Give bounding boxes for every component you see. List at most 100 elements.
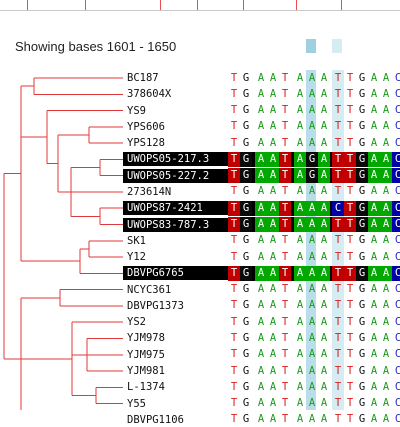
strain-label[interactable]: Y12 <box>127 251 146 264</box>
sequence-base: C <box>394 185 400 198</box>
sequence-base: T <box>279 200 291 216</box>
ruler-strip <box>0 0 400 12</box>
sequence-base: T <box>334 331 342 344</box>
sequence-base: A <box>257 348 265 361</box>
strain-label[interactable]: UWOPS05-227.2 <box>123 168 232 183</box>
sequence-base: T <box>334 397 342 410</box>
sequence-base: A <box>370 87 378 100</box>
sequence-base: T <box>334 185 342 198</box>
strain-label[interactable]: UWOPS87-2421 <box>123 201 232 216</box>
sequence-base: T <box>346 397 354 410</box>
strain-label[interactable]: DBVPG1106 <box>127 413 184 426</box>
strain-label[interactable]: UWOPS83-787.3 <box>123 217 232 232</box>
sequence-base: A <box>296 299 304 312</box>
strain-label[interactable]: SK1 <box>127 234 146 247</box>
strain-label[interactable]: YJM981 <box>127 365 165 378</box>
sequence-base: A <box>308 413 316 426</box>
sequence-base: A <box>308 299 316 312</box>
sequence-base: A <box>269 120 277 133</box>
strain-label[interactable]: Y55 <box>127 397 146 410</box>
strain-label[interactable]: YS9 <box>127 104 146 117</box>
sequence-base: A <box>370 331 378 344</box>
strain-label[interactable]: L-1374 <box>127 381 165 394</box>
sequence-base: A <box>308 283 316 296</box>
sequence-base: G <box>358 315 366 328</box>
sequence-base: A <box>296 348 304 361</box>
sequence-base: A <box>382 397 390 410</box>
sequence-base: T <box>230 136 238 149</box>
sequence-base: G <box>240 151 252 167</box>
sequence-base: A <box>296 315 304 328</box>
sequence-base: A <box>380 217 392 233</box>
strain-label[interactable]: UWOPS05-217.3 <box>123 152 232 167</box>
sequence-base: G <box>356 168 368 184</box>
sequence-base: A <box>257 71 265 84</box>
strain-label[interactable]: DBVPG1373 <box>127 299 184 312</box>
sequence-base: A <box>269 71 277 84</box>
sequence-base: A <box>370 136 378 149</box>
phylogenetic-tree <box>3 77 123 410</box>
sequence-base: A <box>320 348 328 361</box>
sequence-base: C <box>394 136 400 149</box>
sequence-base: T <box>346 331 354 344</box>
strain-label[interactable]: YS2 <box>127 316 146 329</box>
sequence-base: A <box>370 380 378 393</box>
sequence-base: T <box>332 151 344 167</box>
strain-label[interactable]: YJM975 <box>127 348 165 361</box>
strain-label[interactable]: YJM978 <box>127 332 165 345</box>
sequence-base: C <box>394 315 400 328</box>
sequence-base: A <box>308 364 316 377</box>
sequence-base: T <box>228 217 240 233</box>
sequence-base: A <box>269 104 277 117</box>
sequence-base: G <box>356 265 368 281</box>
sequence-base: T <box>228 265 240 281</box>
sequence-base: A <box>380 168 392 184</box>
sequence-base: T <box>346 234 354 247</box>
sequence-base: G <box>358 348 366 361</box>
sequence-base: A <box>267 151 279 167</box>
sequence-base: A <box>294 217 306 233</box>
sequence-base: A <box>296 136 304 149</box>
sequence-base: A <box>269 348 277 361</box>
sequence-base: T <box>230 234 238 247</box>
strain-label[interactable]: 378604X <box>127 88 172 101</box>
strain-label[interactable]: YPS606 <box>127 120 165 133</box>
ruler-tick <box>296 0 297 11</box>
sequence-base: A <box>294 151 306 167</box>
sequence-base: T <box>334 348 342 361</box>
sequence-base: A <box>267 217 279 233</box>
sequence-base: C <box>394 364 400 377</box>
sequence-base: A <box>255 265 267 281</box>
sequence-base: A <box>257 185 265 198</box>
sequence-base: T <box>334 380 342 393</box>
sequence-base: T <box>281 364 289 377</box>
sequence-base: T <box>230 104 238 117</box>
sequence-base: G <box>242 315 250 328</box>
strain-label[interactable]: 273614N <box>127 185 172 198</box>
sequence-base: A <box>296 234 304 247</box>
sequence-base: A <box>308 120 316 133</box>
ruler-tick <box>160 0 161 11</box>
sequence-base: A <box>382 120 390 133</box>
sequence-base: A <box>257 413 265 426</box>
strain-label[interactable]: YPS128 <box>127 137 165 150</box>
strain-label[interactable]: NCYC361 <box>127 283 172 296</box>
column-highlight <box>306 70 316 410</box>
sequence-base: A <box>382 71 390 84</box>
sequence-base: A <box>308 315 316 328</box>
sequence-base: A <box>370 185 378 198</box>
sequence-base: A <box>370 299 378 312</box>
sequence-base: A <box>368 200 380 216</box>
sequence-base: G <box>242 380 250 393</box>
strain-label[interactable]: BC187 <box>127 72 159 84</box>
sequence-base: T <box>346 104 354 117</box>
sequence-base: T <box>334 413 342 426</box>
sequence-base: A <box>308 380 316 393</box>
sequence-base: G <box>242 250 250 263</box>
sequence-base: T <box>346 413 354 426</box>
sequence-base: T <box>230 120 238 133</box>
sequence-base: A <box>370 397 378 410</box>
sequence-base: A <box>320 136 328 149</box>
strain-label[interactable]: DBVPG6765 <box>123 266 232 281</box>
ruler-tick <box>197 0 198 11</box>
